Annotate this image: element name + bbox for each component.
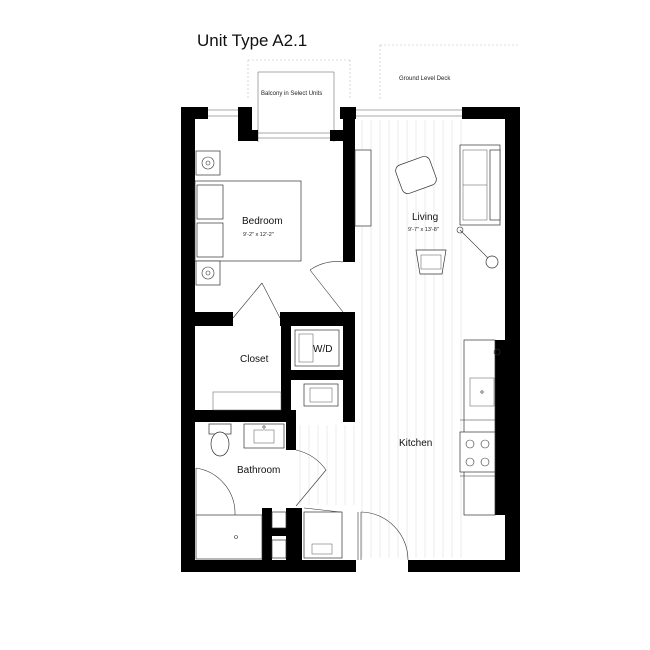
deck-area	[379, 44, 520, 100]
toilet	[208, 423, 232, 457]
kitchen-label: Kitchen	[399, 438, 432, 449]
fridge-handle	[493, 348, 501, 356]
bedroom-label: Bedroom	[242, 216, 283, 227]
entry-door	[357, 511, 409, 561]
deck-label: Ground Level Deck	[399, 76, 451, 82]
armchair	[415, 249, 447, 275]
closet-label: Closet	[240, 354, 269, 365]
washer-dryer	[294, 329, 340, 367]
kitchen-counter	[460, 339, 496, 516]
wd-label: W/D	[313, 344, 332, 355]
windows	[208, 109, 462, 139]
shower	[195, 467, 263, 560]
bathroom-door	[295, 449, 327, 507]
mech-closet	[303, 383, 339, 407]
unit-title: Unit Type A2.1	[197, 31, 307, 50]
bathroom-label: Bathroom	[237, 465, 280, 476]
living-label: Living	[412, 212, 438, 223]
nightstand-bottom	[195, 260, 221, 286]
linen-cabinets	[271, 507, 343, 559]
floor-lamp	[456, 226, 499, 269]
media-console	[354, 149, 372, 227]
coffee-table	[395, 156, 437, 194]
nightstand-top	[195, 150, 221, 176]
walls	[181, 107, 520, 572]
bed	[194, 180, 302, 262]
balcony-area	[247, 59, 351, 142]
bedroom-dims: 9'-2" x 12'-2"	[243, 232, 274, 238]
bath-vanity	[243, 423, 285, 449]
sofa	[459, 144, 501, 226]
living-dims: 9'-7" x 13'-8"	[408, 227, 439, 233]
stove	[459, 431, 496, 473]
closet-shelf	[212, 391, 282, 411]
bedroom-door	[309, 261, 344, 313]
balcony-label: Balcony in Select Units	[261, 91, 322, 97]
closet-doors	[232, 282, 281, 319]
